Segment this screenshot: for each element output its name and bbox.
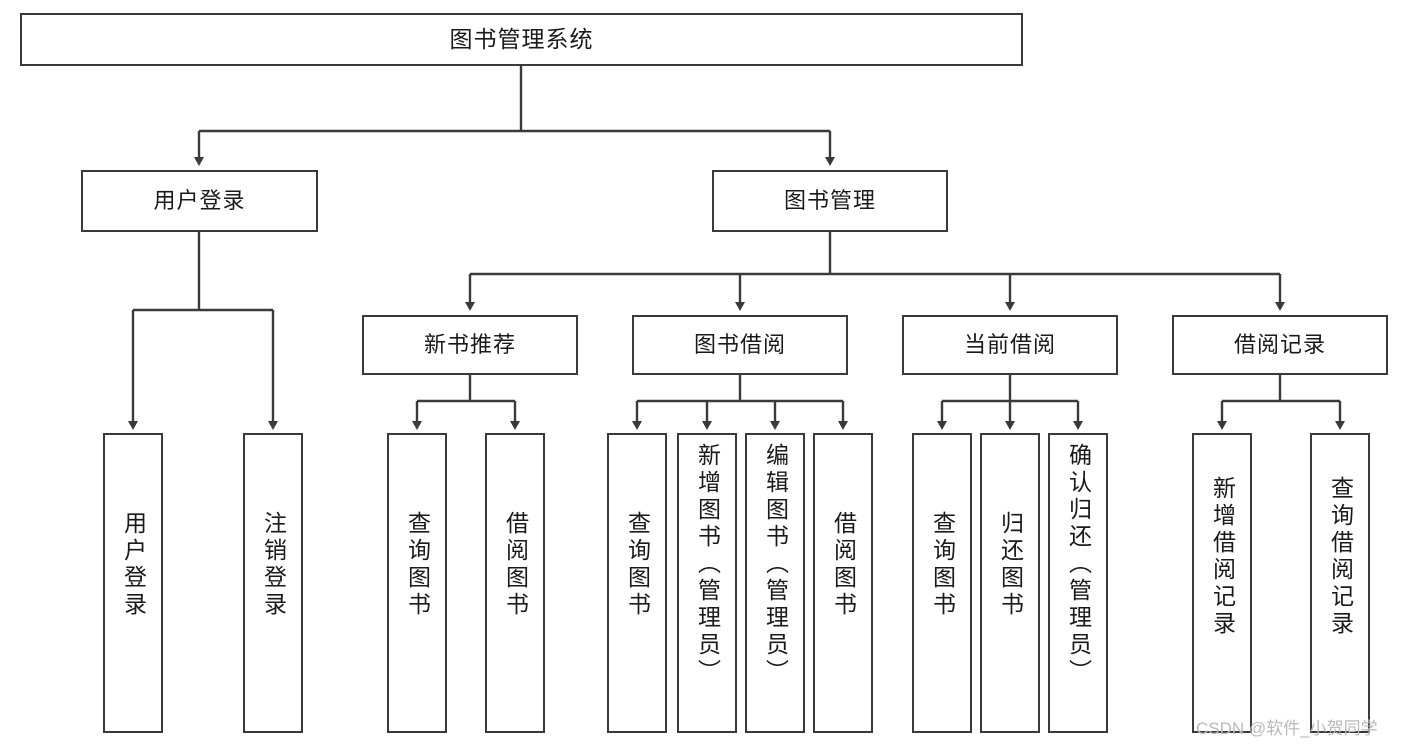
leaf-borrow-books[interactable]: 借阅图书 xyxy=(813,433,873,733)
node-label: 注销登录 xyxy=(260,511,287,619)
node-label: 确认归还（管理员） xyxy=(1065,443,1092,686)
node-label: 用户登录 xyxy=(153,188,246,214)
node-label: 查询图书 xyxy=(404,511,431,619)
leaf-query-books-borrow[interactable]: 查询图书 xyxy=(607,433,667,733)
node-root-system[interactable]: 图书管理系统 xyxy=(20,13,1023,66)
leaf-user-login[interactable]: 用户登录 xyxy=(103,433,163,733)
node-label: 编辑图书（管理员） xyxy=(762,443,789,686)
node-label: 新增借阅记录 xyxy=(1209,476,1236,638)
node-label: 借阅记录 xyxy=(1233,332,1326,358)
node-new-book-recommend[interactable]: 新书推荐 xyxy=(362,315,578,375)
leaf-edit-book-admin[interactable]: 编辑图书（管理员） xyxy=(745,433,805,733)
node-label: 借阅图书 xyxy=(502,511,529,619)
leaf-borrow-books-newbook[interactable]: 借阅图书 xyxy=(485,433,545,733)
node-label: 图书管理 xyxy=(783,188,876,214)
node-user-login[interactable]: 用户登录 xyxy=(81,170,318,232)
node-label: 新增图书（管理员） xyxy=(694,443,721,686)
node-label: 查询借阅记录 xyxy=(1327,476,1354,638)
node-label: 新书推荐 xyxy=(423,332,516,358)
node-label: 查询图书 xyxy=(929,511,956,619)
leaf-logout[interactable]: 注销登录 xyxy=(243,433,303,733)
leaf-query-books-current[interactable]: 查询图书 xyxy=(912,433,972,733)
node-label: 图书管理系统 xyxy=(449,25,594,52)
leaf-add-book-admin[interactable]: 新增图书（管理员） xyxy=(677,433,737,733)
leaf-add-borrow-record[interactable]: 新增借阅记录 xyxy=(1192,433,1252,733)
node-book-management[interactable]: 图书管理 xyxy=(712,170,948,232)
node-label: 图书借阅 xyxy=(693,332,786,358)
node-label: 当前借阅 xyxy=(963,332,1056,358)
leaf-query-books-newbook[interactable]: 查询图书 xyxy=(387,433,447,733)
node-label: 查询图书 xyxy=(624,511,651,619)
node-label: 归还图书 xyxy=(997,511,1024,619)
node-book-borrow[interactable]: 图书借阅 xyxy=(632,315,848,375)
leaf-return-books[interactable]: 归还图书 xyxy=(980,433,1040,733)
node-label: 用户登录 xyxy=(120,511,147,619)
node-label: 借阅图书 xyxy=(830,511,857,619)
leaf-query-borrow-record[interactable]: 查询借阅记录 xyxy=(1310,433,1370,733)
csdn-watermark: CSDN @软件_小贺同学 xyxy=(1196,719,1378,738)
leaf-confirm-return-admin[interactable]: 确认归还（管理员） xyxy=(1048,433,1108,733)
node-borrow-record[interactable]: 借阅记录 xyxy=(1172,315,1388,375)
node-current-borrow[interactable]: 当前借阅 xyxy=(902,315,1118,375)
